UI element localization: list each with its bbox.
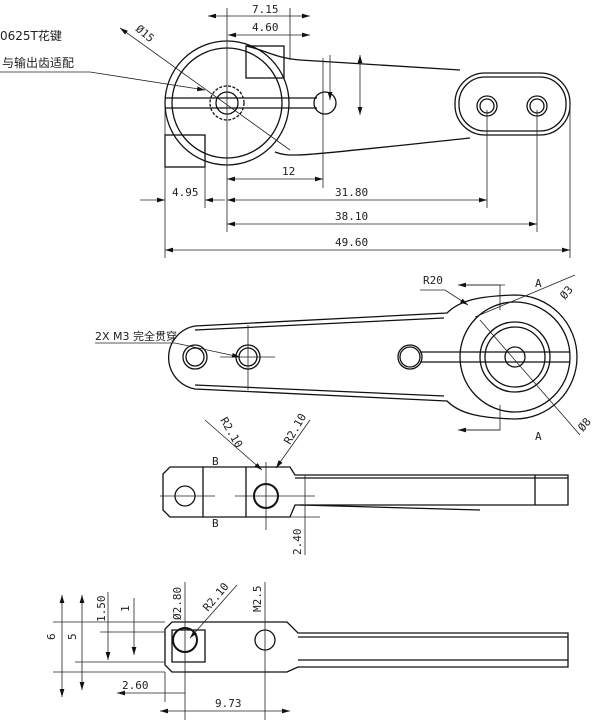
dim-12: 12: [282, 165, 295, 178]
section-a-top-label: A: [535, 277, 542, 290]
side-view: B B R2.10 R2.10 2.40: [160, 411, 569, 556]
section-a-bottom-label: A: [535, 430, 542, 443]
dim-dia-8: Ø8: [575, 415, 593, 434]
spline-note-line2: 与输出齿适配: [2, 55, 74, 70]
dim-6: 6: [45, 633, 58, 640]
dim-38-10: 38.10: [335, 210, 368, 223]
dim-1: 1: [119, 605, 132, 612]
dim-r2-10-right: R2.10: [281, 411, 309, 446]
section-b-bottom-label: B: [212, 517, 219, 530]
section-b-top-label: B: [212, 455, 219, 468]
top-view: 7.15 4.60 12 4.95 31.80 38.10 49.60 Ø15 …: [0, 3, 571, 258]
spline-gear-icon: [209, 85, 245, 121]
dim-4-60: 4.60: [252, 21, 279, 34]
dim-dia-2-80: Ø2.80: [171, 587, 184, 620]
dim-7-15: 7.15: [252, 3, 279, 16]
m3-hole-note: 2X M3 完全贯穿: [95, 329, 177, 343]
dim-1-50: 1.50: [95, 596, 108, 623]
dim-2-60: 2.60: [122, 679, 149, 692]
dim-2-40: 2.40: [291, 529, 304, 556]
spline-note-line1: 0625T花键: [0, 28, 62, 43]
dim-dia-15: Ø15: [133, 22, 157, 45]
dim-9-73: 9.73: [215, 697, 242, 710]
dim-r2-10-left: R2.10: [217, 415, 245, 450]
dim-4-95: 4.95: [172, 186, 199, 199]
dim-m2-5: M2.5: [251, 586, 264, 613]
bottom-view: 6 5 1.50 1 Ø2.80 R2.10 M2.5 2.60 9.73: [45, 580, 569, 720]
front-view: R20 A A Ø3 Ø8 2X M3 完全贯穿: [95, 274, 594, 443]
dim-r20: R20: [423, 274, 443, 287]
dim-31-80: 31.80: [335, 186, 368, 199]
dim-dia-3: Ø3: [557, 283, 575, 302]
dim-49-60: 49.60: [335, 236, 368, 249]
dim-5: 5: [66, 633, 79, 640]
